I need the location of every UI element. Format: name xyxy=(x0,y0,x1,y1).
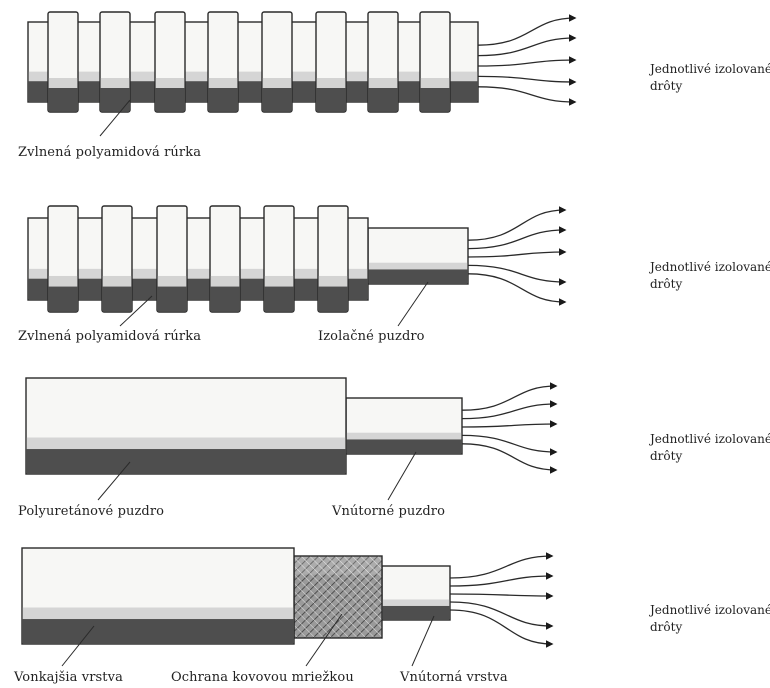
wire-line xyxy=(478,38,575,56)
leader-line-inner-sheath xyxy=(388,452,416,500)
diagram-polyurethane-sheath xyxy=(26,378,556,500)
diagram-corrugated-tube xyxy=(28,12,575,136)
wire-line xyxy=(462,386,556,410)
part-label-corrugated-tube-2: Zvlnená polyamidová rúrka xyxy=(18,330,201,343)
wire-bundle-1 xyxy=(478,18,575,102)
wire-line xyxy=(478,18,575,45)
wire-bundle-4 xyxy=(450,556,552,644)
part-label-insulating-sheath: Izolačné puzdro xyxy=(318,330,425,343)
leader-line-sheath xyxy=(398,282,428,326)
wire-line xyxy=(462,424,556,427)
wire-line xyxy=(468,252,565,257)
part-label-metal-braid: Ochrana kovovou mriežkou xyxy=(171,671,354,684)
side-label-wires-4: Jednotlivé izolované drôty xyxy=(650,602,770,636)
part-label-outer-layer: Vonkajšia vrstva xyxy=(14,671,123,684)
wire-line xyxy=(478,60,575,66)
wire-line xyxy=(468,210,565,240)
diagram-corrugated-tube-with-sheath xyxy=(28,206,565,326)
leader-line-inner-layer xyxy=(412,616,434,666)
wire-line xyxy=(462,404,556,419)
wire-line xyxy=(468,265,565,282)
wire-line xyxy=(450,594,552,596)
wire-line xyxy=(450,610,552,644)
part-label-inner-sheath: Vnútorné puzdro xyxy=(332,505,445,518)
side-label-wires-1: Jednotlivé izolované drôty xyxy=(650,61,770,95)
part-label-inner-layer: Vnútorná vrstva xyxy=(400,671,508,684)
wire-line xyxy=(478,87,575,102)
diagram-braided-shield xyxy=(22,548,552,666)
part-label-polyurethane-sheath: Polyuretánové puzdro xyxy=(18,505,164,518)
wire-line xyxy=(478,76,575,82)
side-label-wires-2: Jednotlivé izolované drôty xyxy=(650,259,770,293)
wire-line xyxy=(450,556,552,578)
side-label-wires-3: Jednotlivé izolované drôty xyxy=(650,431,770,465)
wire-line xyxy=(450,602,552,626)
wire-bundle-3 xyxy=(462,386,556,470)
wire-bundle-2 xyxy=(468,210,565,302)
wire-line xyxy=(462,444,556,470)
wire-line xyxy=(468,274,565,302)
wire-line xyxy=(462,435,556,452)
part-label-corrugated-tube-1: Zvlnená polyamidová rúrka xyxy=(18,146,201,159)
